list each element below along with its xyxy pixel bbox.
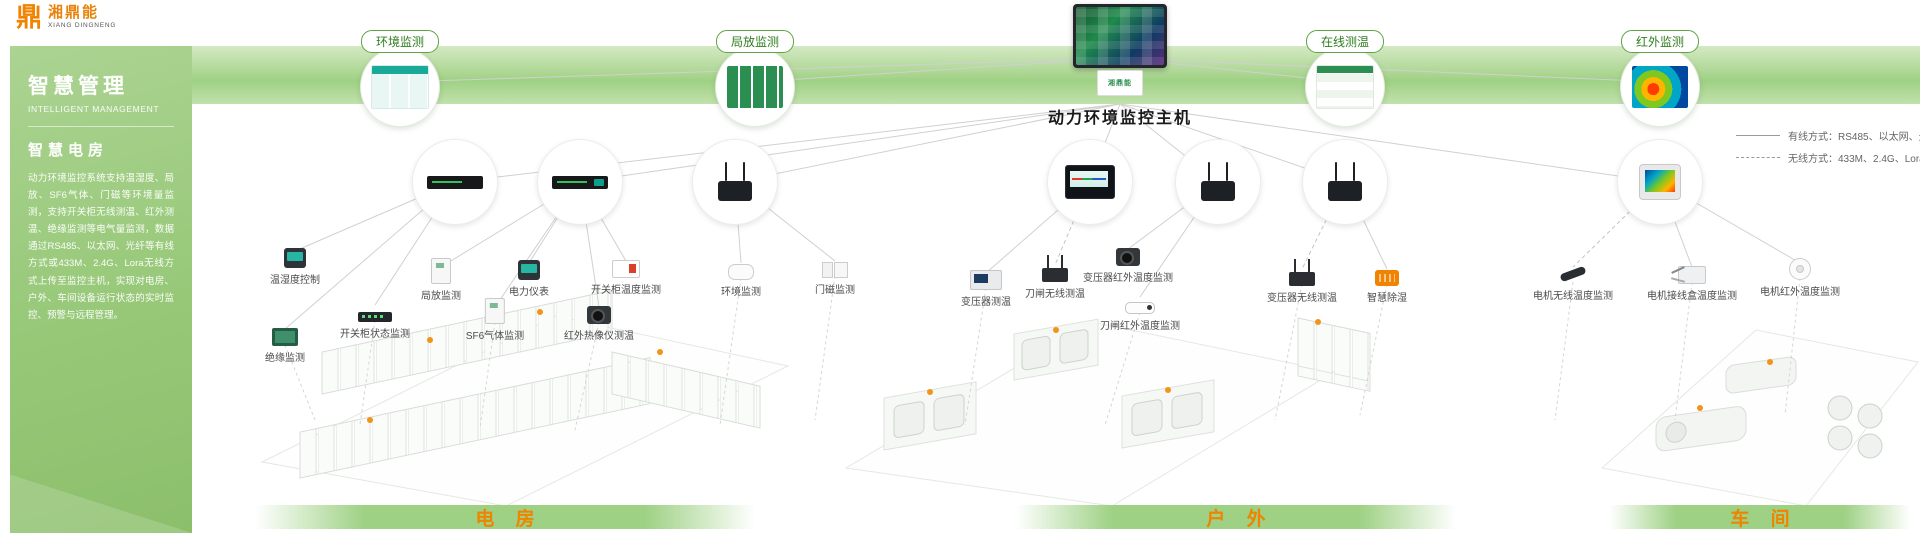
dehumidifier-icon (1375, 270, 1399, 286)
switchgear-status-icon (358, 312, 392, 322)
environment-preview-circle (360, 47, 440, 127)
pd-sensor-icon (431, 258, 451, 284)
sidebar: 智慧管理 INTELLIGENT MANAGEMENT 智慧电房 动力环境监控系… (10, 46, 192, 533)
device-door-magnet-monitor: 门磁监测 (815, 248, 855, 296)
legend-wireless-label: 无线方式：433M、2.4G、Lora (1788, 154, 1920, 165)
sidebar-section-title: 智慧电房 (28, 142, 109, 159)
gateway-rack-1 (412, 139, 498, 225)
zone-label-outdoor: 户 外 (1206, 508, 1274, 530)
device-temp-humidity-control: 温湿度控制 (270, 238, 320, 286)
device-switchgear-temp-monitor: 开关柜温度监测 (591, 248, 661, 296)
sf6-sensor-icon (485, 298, 505, 324)
outdoor-illustration (844, 317, 1371, 507)
wireless-temp-sensor-icon (1289, 259, 1315, 286)
door-magnet-icon (822, 262, 848, 278)
thermal-imager-icon (1639, 164, 1681, 200)
workshop-illustration (1600, 329, 1919, 507)
switchgear-temp-sensor-icon (612, 260, 640, 278)
junction-box-icon (1678, 266, 1706, 284)
antenna-device-icon (718, 162, 752, 201)
insulation-monitor-icon (272, 328, 298, 346)
ir-temp-sensor-icon (1789, 258, 1811, 280)
ir-thermal-camera-icon (587, 306, 611, 324)
device-knife-switch-wireless-temp: 刀闸无线测温 (1025, 252, 1085, 300)
brand-name-cn: 湘鼎能 (48, 4, 100, 22)
sidebar-description: 动力环境监控系统支持温湿度、局放、SF6气体、门磁等环境量监测，支持开关柜无线测… (28, 173, 174, 321)
legend-wired-row: 有线方式：RS485、以太网、光纤 (1736, 128, 1920, 143)
gateway-rack-2 (537, 139, 623, 225)
online-temp-dashboard-image (1316, 65, 1374, 109)
band-item-infrared: 红外监测 (1620, 30, 1700, 127)
infrared-preview-circle (1620, 47, 1700, 127)
host-monitor-base: 湘鼎能 (1097, 70, 1143, 96)
host-brand-label: 湘鼎能 (1108, 80, 1132, 87)
zone-bar-power-room: 电 房 (255, 505, 755, 530)
legend-wired-line (1736, 135, 1780, 136)
device-power-meter: 电力仪表 (509, 250, 549, 298)
device-smart-dehumidifier: 智慧除湿 (1367, 256, 1407, 304)
environment-dashboard-image (371, 65, 429, 109)
gateway-wireless-2 (1302, 139, 1388, 225)
device-transformer-wireless-temp: 变压器无线测温 (1267, 256, 1337, 304)
transformer-temp-device-icon (970, 270, 1002, 290)
device-transformer-ir-temp: 变压器红外温度监测 (1083, 236, 1173, 284)
brand-logo: 鼎 湘鼎能 XIANG DINGNENG (16, 4, 116, 30)
monitor-host: 湘鼎能 动力环境监控主机 (1010, 4, 1230, 128)
connection-legend: 有线方式：RS485、以太网、光纤 无线方式：433M、2.4G、Lora (1736, 128, 1920, 172)
legend-wireless-line (1736, 157, 1780, 158)
temp-humidity-controller-icon (284, 248, 306, 268)
motor-probe-icon (1559, 265, 1587, 283)
device-knife-switch-ir-temp: 刀闸红外温度监测 (1100, 284, 1180, 332)
partial-discharge-image (727, 66, 783, 108)
bullet-camera-icon (1125, 302, 1155, 314)
antenna-device-icon (1328, 162, 1362, 201)
band-item-environment: 环境监测 (360, 30, 440, 127)
host-monitor-screen (1076, 7, 1164, 65)
online-temp-pill: 在线测温 (1305, 30, 1384, 53)
device-motor-wireless-temp: 电机无线温度监测 (1533, 254, 1613, 302)
band-item-online-temp: 在线测温 (1305, 30, 1385, 127)
sidebar-subtitle: INTELLIGENT MANAGEMENT (28, 104, 160, 114)
gateway-wireless-1 (1175, 139, 1261, 225)
environment-monitor-pill: 环境监测 (360, 30, 439, 53)
gateway-wireless-receiver (692, 139, 778, 225)
device-sf6-gas-monitor: SF6气体监测 (466, 294, 524, 342)
device-motor-junction-box-temp: 电机接线盒温度监测 (1647, 254, 1737, 302)
device-insulation-monitor: 绝缘监测 (265, 316, 305, 364)
legend-wireless-row: 无线方式：433M、2.4G、Lora (1736, 150, 1920, 165)
device-motor-ir-temp: 电机红外温度监测 (1760, 250, 1840, 298)
infrared-thermal-image (1632, 66, 1688, 108)
environment-sensor-icon (728, 264, 754, 280)
device-ir-thermal-imager: 红外热像仪测温 (564, 294, 634, 342)
partial-discharge-preview-circle (715, 47, 795, 127)
legend-wired-label: 有线方式：RS485、以太网、光纤 (1788, 132, 1920, 143)
device-switchgear-status-monitor: 开关柜状态监测 (340, 292, 410, 340)
ir-temp-camera-icon (1116, 248, 1140, 266)
band-item-partial-discharge: 局放监测 (715, 30, 795, 127)
zone-bar-workshop: 车 间 (1610, 505, 1910, 530)
device-environment-monitor: 环境监测 (721, 250, 761, 298)
rack-device-icon (552, 175, 608, 189)
infrared-monitor-pill: 红外监测 (1620, 30, 1699, 53)
sidebar-divider (28, 126, 174, 127)
partial-discharge-pill: 局放监测 (715, 30, 794, 53)
rack-device-icon (427, 175, 483, 189)
gateway-thermal-imager (1617, 139, 1703, 225)
sidebar-title: 智慧管理 (28, 75, 128, 98)
zone-label-workshop: 车 间 (1730, 508, 1798, 530)
zone-label-power-room: 电 房 (475, 508, 543, 530)
online-temp-preview-circle (1305, 47, 1385, 127)
device-partial-discharge-monitor: 局放监测 (421, 254, 461, 302)
host-title: 动力环境监控主机 (1047, 110, 1192, 127)
brand-name-en: XIANG DINGNENG (48, 21, 117, 29)
zone-bar-outdoor: 户 外 (1016, 505, 1456, 530)
host-monitor-device (1073, 4, 1167, 68)
recorder-device-icon (1065, 165, 1115, 199)
antenna-device-icon (1201, 162, 1235, 201)
gateway-recorder (1047, 139, 1133, 225)
power-meter-icon (518, 260, 540, 280)
wireless-temp-sensor-icon (1042, 255, 1068, 282)
device-transformer-temp: 变压器测温 (961, 260, 1011, 308)
brand-logo-icon: 鼎 (16, 2, 43, 32)
